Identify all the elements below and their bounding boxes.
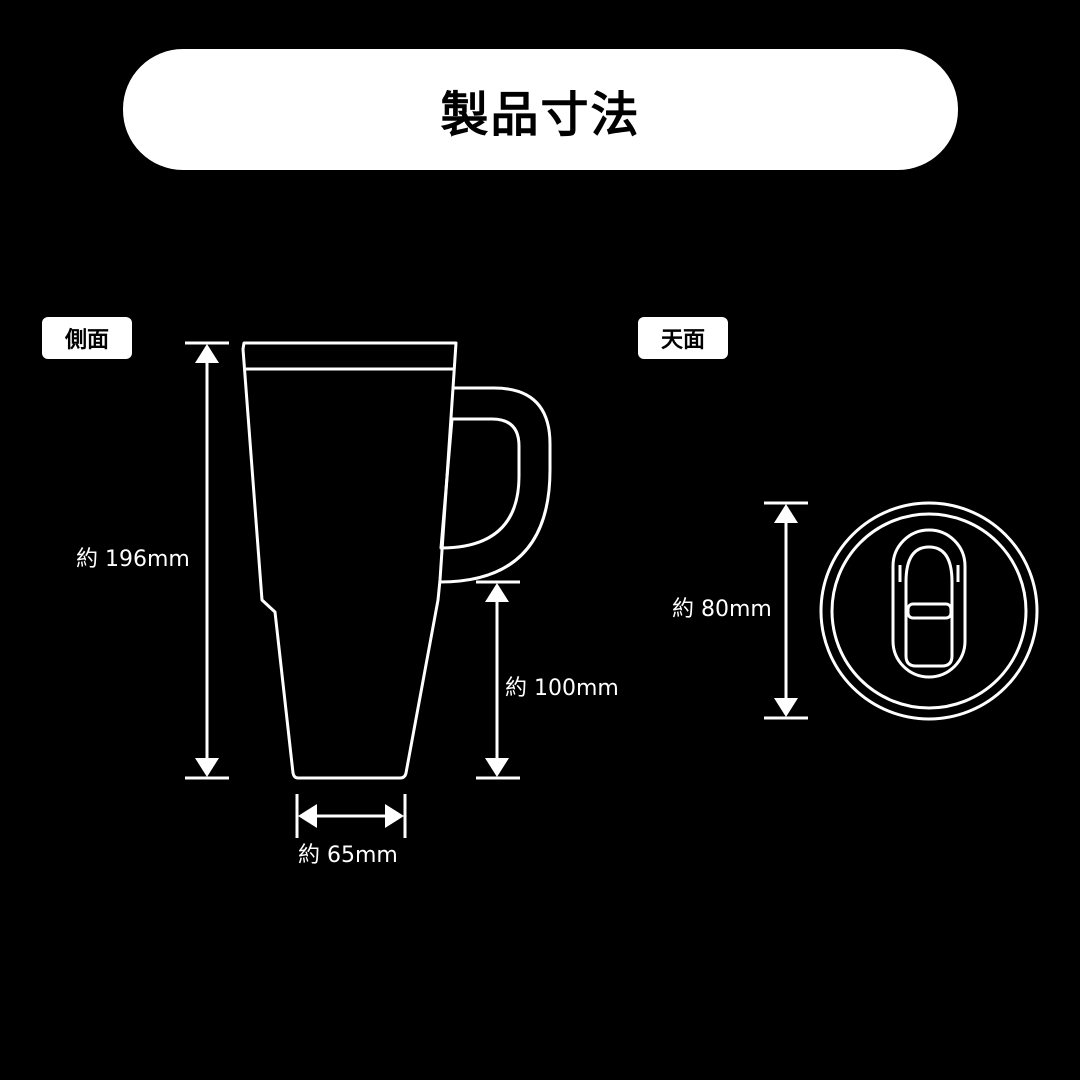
page-title: 製品寸法 xyxy=(440,86,641,143)
title-banner: 製品寸法 xyxy=(123,49,958,170)
lid-spout-inner xyxy=(904,545,954,668)
mug-handle-inner xyxy=(439,417,521,550)
side-view-label: 側面 xyxy=(42,317,132,359)
lid-inner-circle xyxy=(830,512,1028,710)
dim-80-arrow-up xyxy=(774,504,798,523)
mug-handle-outer xyxy=(439,386,552,584)
top-view-label: 天面 xyxy=(638,317,728,359)
dim-80-arrow-down xyxy=(774,698,798,717)
mug-body-outline xyxy=(241,341,458,780)
dim-80-label: 約 80mm xyxy=(672,597,772,622)
dim-100-arrow-down xyxy=(485,758,509,777)
dim-100-label: 約 100mm xyxy=(505,676,619,701)
dim-100-arrow-up xyxy=(485,583,509,602)
dim-65-arrow-right xyxy=(385,804,404,828)
lid-outer-circle xyxy=(819,501,1039,721)
dim-196-label: 約 196mm xyxy=(76,547,190,572)
dim-196-arrow-up xyxy=(195,344,219,363)
dim-196-arrow-down xyxy=(195,758,219,777)
dim-65-label: 約 65mm xyxy=(298,843,398,868)
lid-spout-outer xyxy=(891,528,967,679)
dim-65-arrow-left xyxy=(298,804,317,828)
lid-spout-slot xyxy=(906,602,953,620)
